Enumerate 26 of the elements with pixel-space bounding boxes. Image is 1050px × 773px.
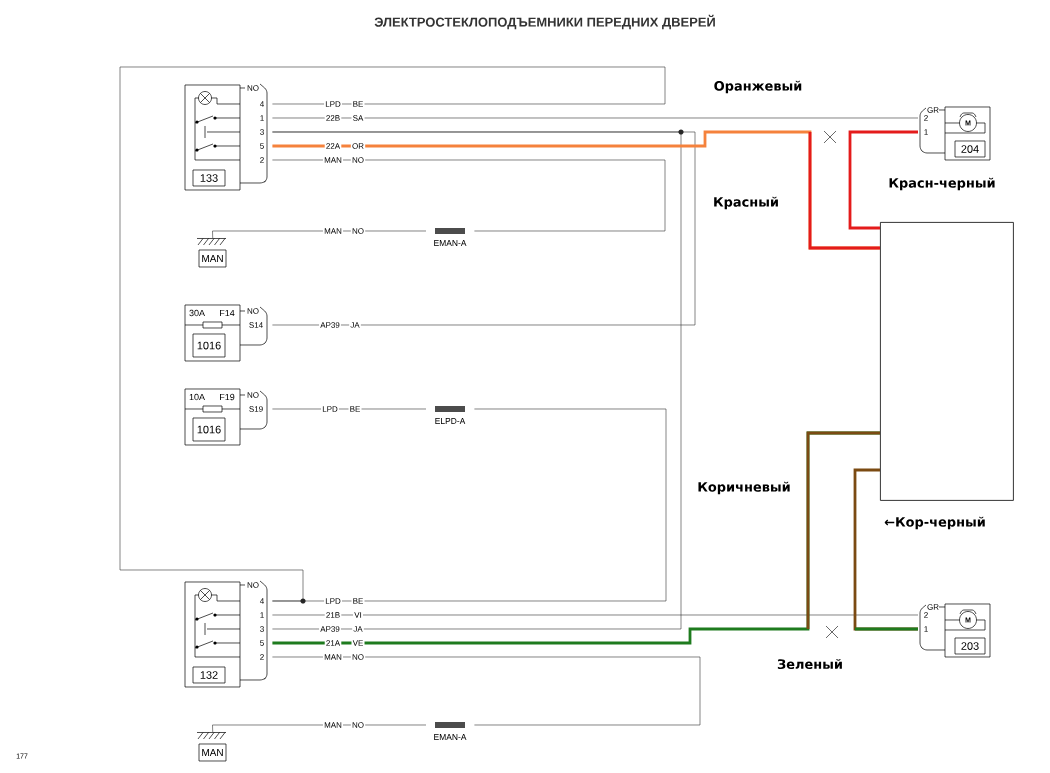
wire-color-label: ←Кор-черный — [884, 516, 985, 530]
wire-color-label: Зеленый — [777, 658, 842, 670]
wire-color-label: Красн-черный — [889, 177, 995, 191]
wire — [848, 130, 918, 230]
wire — [272, 408, 427, 410]
node-label: ELPD-A — [435, 418, 466, 424]
wire — [212, 724, 427, 733]
wire — [272, 614, 919, 616]
connector: EMAN-A — [434, 722, 467, 740]
wire — [272, 159, 666, 232]
connector: EMAN-A — [434, 228, 467, 246]
wire — [272, 131, 682, 630]
wire — [272, 131, 696, 326]
wire-color-label: Оранжевый — [714, 80, 802, 94]
title: ЭЛЕКТРОСТЕКЛОПОДЪЕМНИКИ ПЕРЕДНИХ ДВЕРЕЙ — [374, 14, 715, 30]
wire — [119, 66, 666, 602]
wire-color-label: Красный — [714, 196, 778, 210]
connector: ELPD-A — [435, 406, 466, 424]
wire — [212, 230, 427, 239]
wire — [272, 656, 701, 726]
wire — [272, 117, 919, 119]
node-label: EMAN-A — [434, 734, 467, 740]
control-unit-box — [880, 222, 1014, 501]
wire-color-label: Коричневый — [698, 481, 790, 495]
node-label: EMAN-A — [434, 240, 467, 246]
wire — [272, 408, 667, 602]
